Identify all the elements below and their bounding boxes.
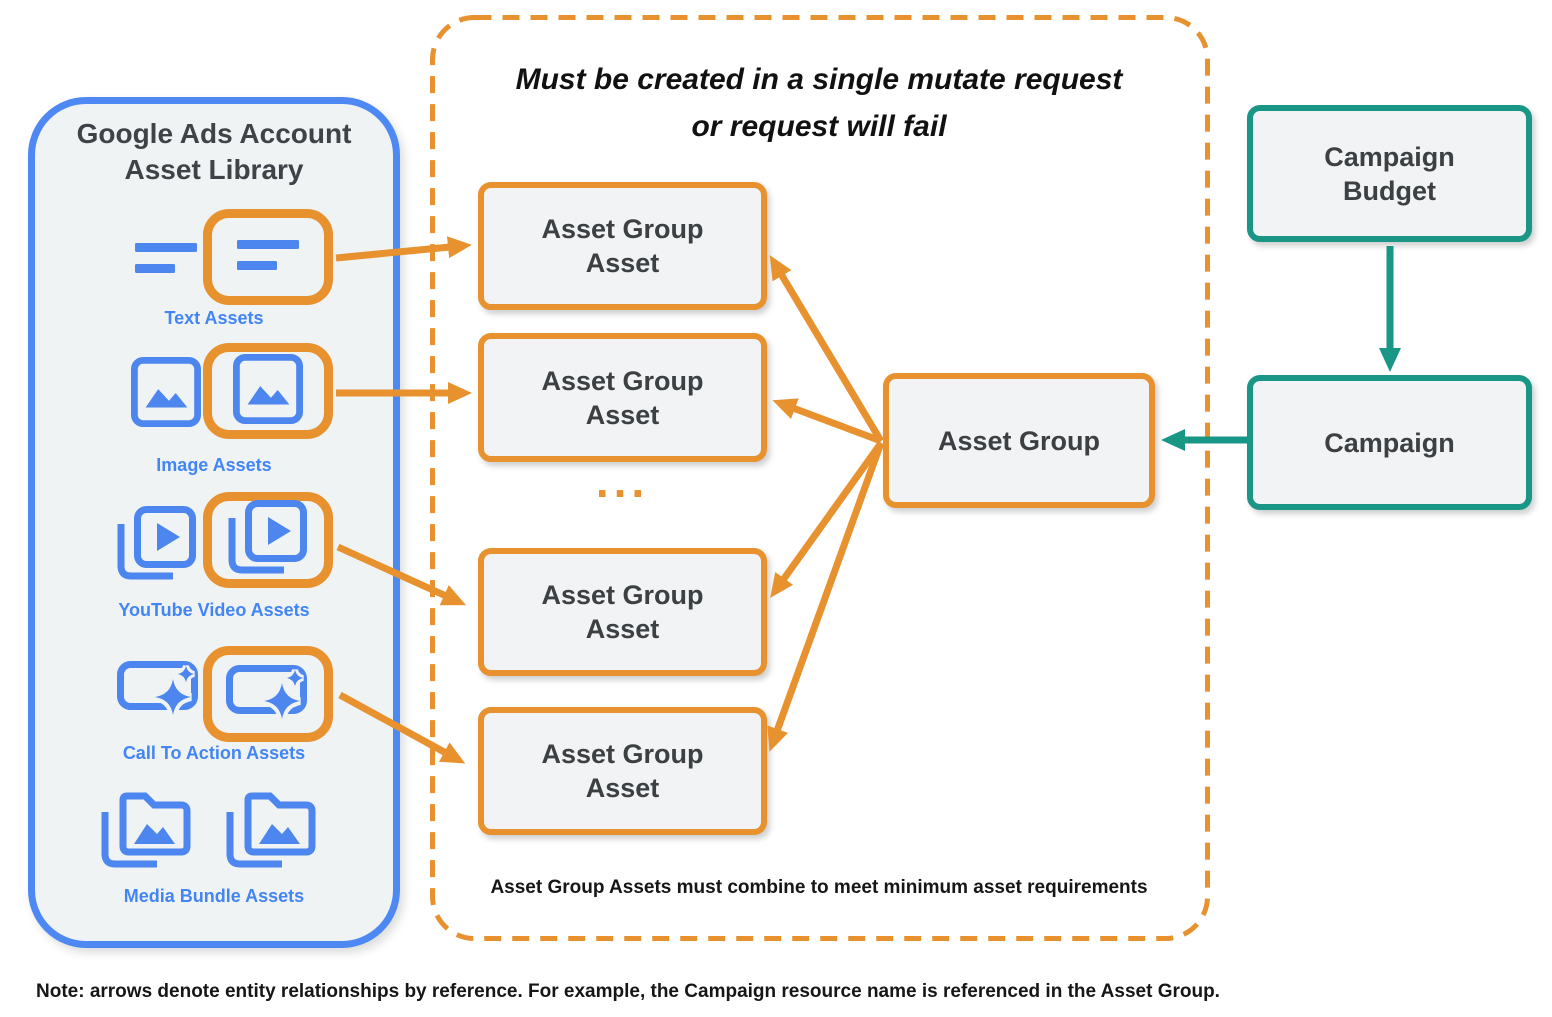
- asset-group-asset-box-1: Asset Group Asset: [478, 182, 767, 310]
- asset-group-asset-box-3: Asset Group Asset: [478, 548, 767, 676]
- arrow-asset-group-to-box2: [772, 398, 883, 445]
- asset-group-asset-box-2: Asset Group Asset: [478, 333, 767, 462]
- selected-text-asset-outline: [203, 209, 333, 305]
- call-to-action-icon: [117, 661, 201, 715]
- mutate-request-title: Must be created in a single mutate reque…: [515, 63, 1123, 143]
- arrow-asset-group-to-box1: [769, 255, 885, 443]
- selected-image-asset-outline: [203, 343, 333, 439]
- text-assets-label: Text Assets: [164, 308, 264, 328]
- asset-library-panel: [28, 97, 400, 948]
- media-bundle-icon: [226, 786, 316, 870]
- selected-youtube-video-asset-outline: [203, 492, 333, 588]
- image-icon: [131, 357, 201, 427]
- asset-group-box: Asset Group: [883, 373, 1155, 508]
- footnote: Note: arrows denote entity relationships…: [36, 981, 1220, 1002]
- youtube-video-icon: [117, 506, 197, 582]
- media-bundle-assets-label: Media Bundle Assets: [123, 886, 305, 906]
- text-lines-icon: [237, 239, 299, 275]
- media-bundle-icon: [101, 786, 191, 870]
- image-icon: [233, 353, 303, 429]
- campaign-box: Campaign: [1247, 375, 1532, 510]
- asset-group-asset-box-4: Asset Group Asset: [478, 707, 767, 835]
- text-lines-icon: [135, 243, 197, 273]
- call-to-action-icon: [226, 664, 310, 724]
- youtube-video-icon: [228, 499, 308, 581]
- arrow-asset-group-to-box3: [770, 440, 884, 598]
- arrow-asset-group-to-box4: [767, 441, 885, 752]
- asset-library-title: Google Ads Account Asset Library: [76, 118, 352, 185]
- mutate-request-footer-text: Asset Group Assets must combine to meet …: [490, 877, 1148, 898]
- more-asset-group-assets-ellipsis: ...: [595, 455, 650, 507]
- selected-call-to-action-asset-outline: [203, 646, 333, 742]
- call-to-action-assets-label: Call To Action Assets: [122, 743, 306, 763]
- campaign-budget-box: Campaign Budget: [1247, 105, 1532, 242]
- image-assets-label: Image Assets: [156, 455, 272, 475]
- youtube-video-assets-label: YouTube Video Assets: [118, 600, 310, 620]
